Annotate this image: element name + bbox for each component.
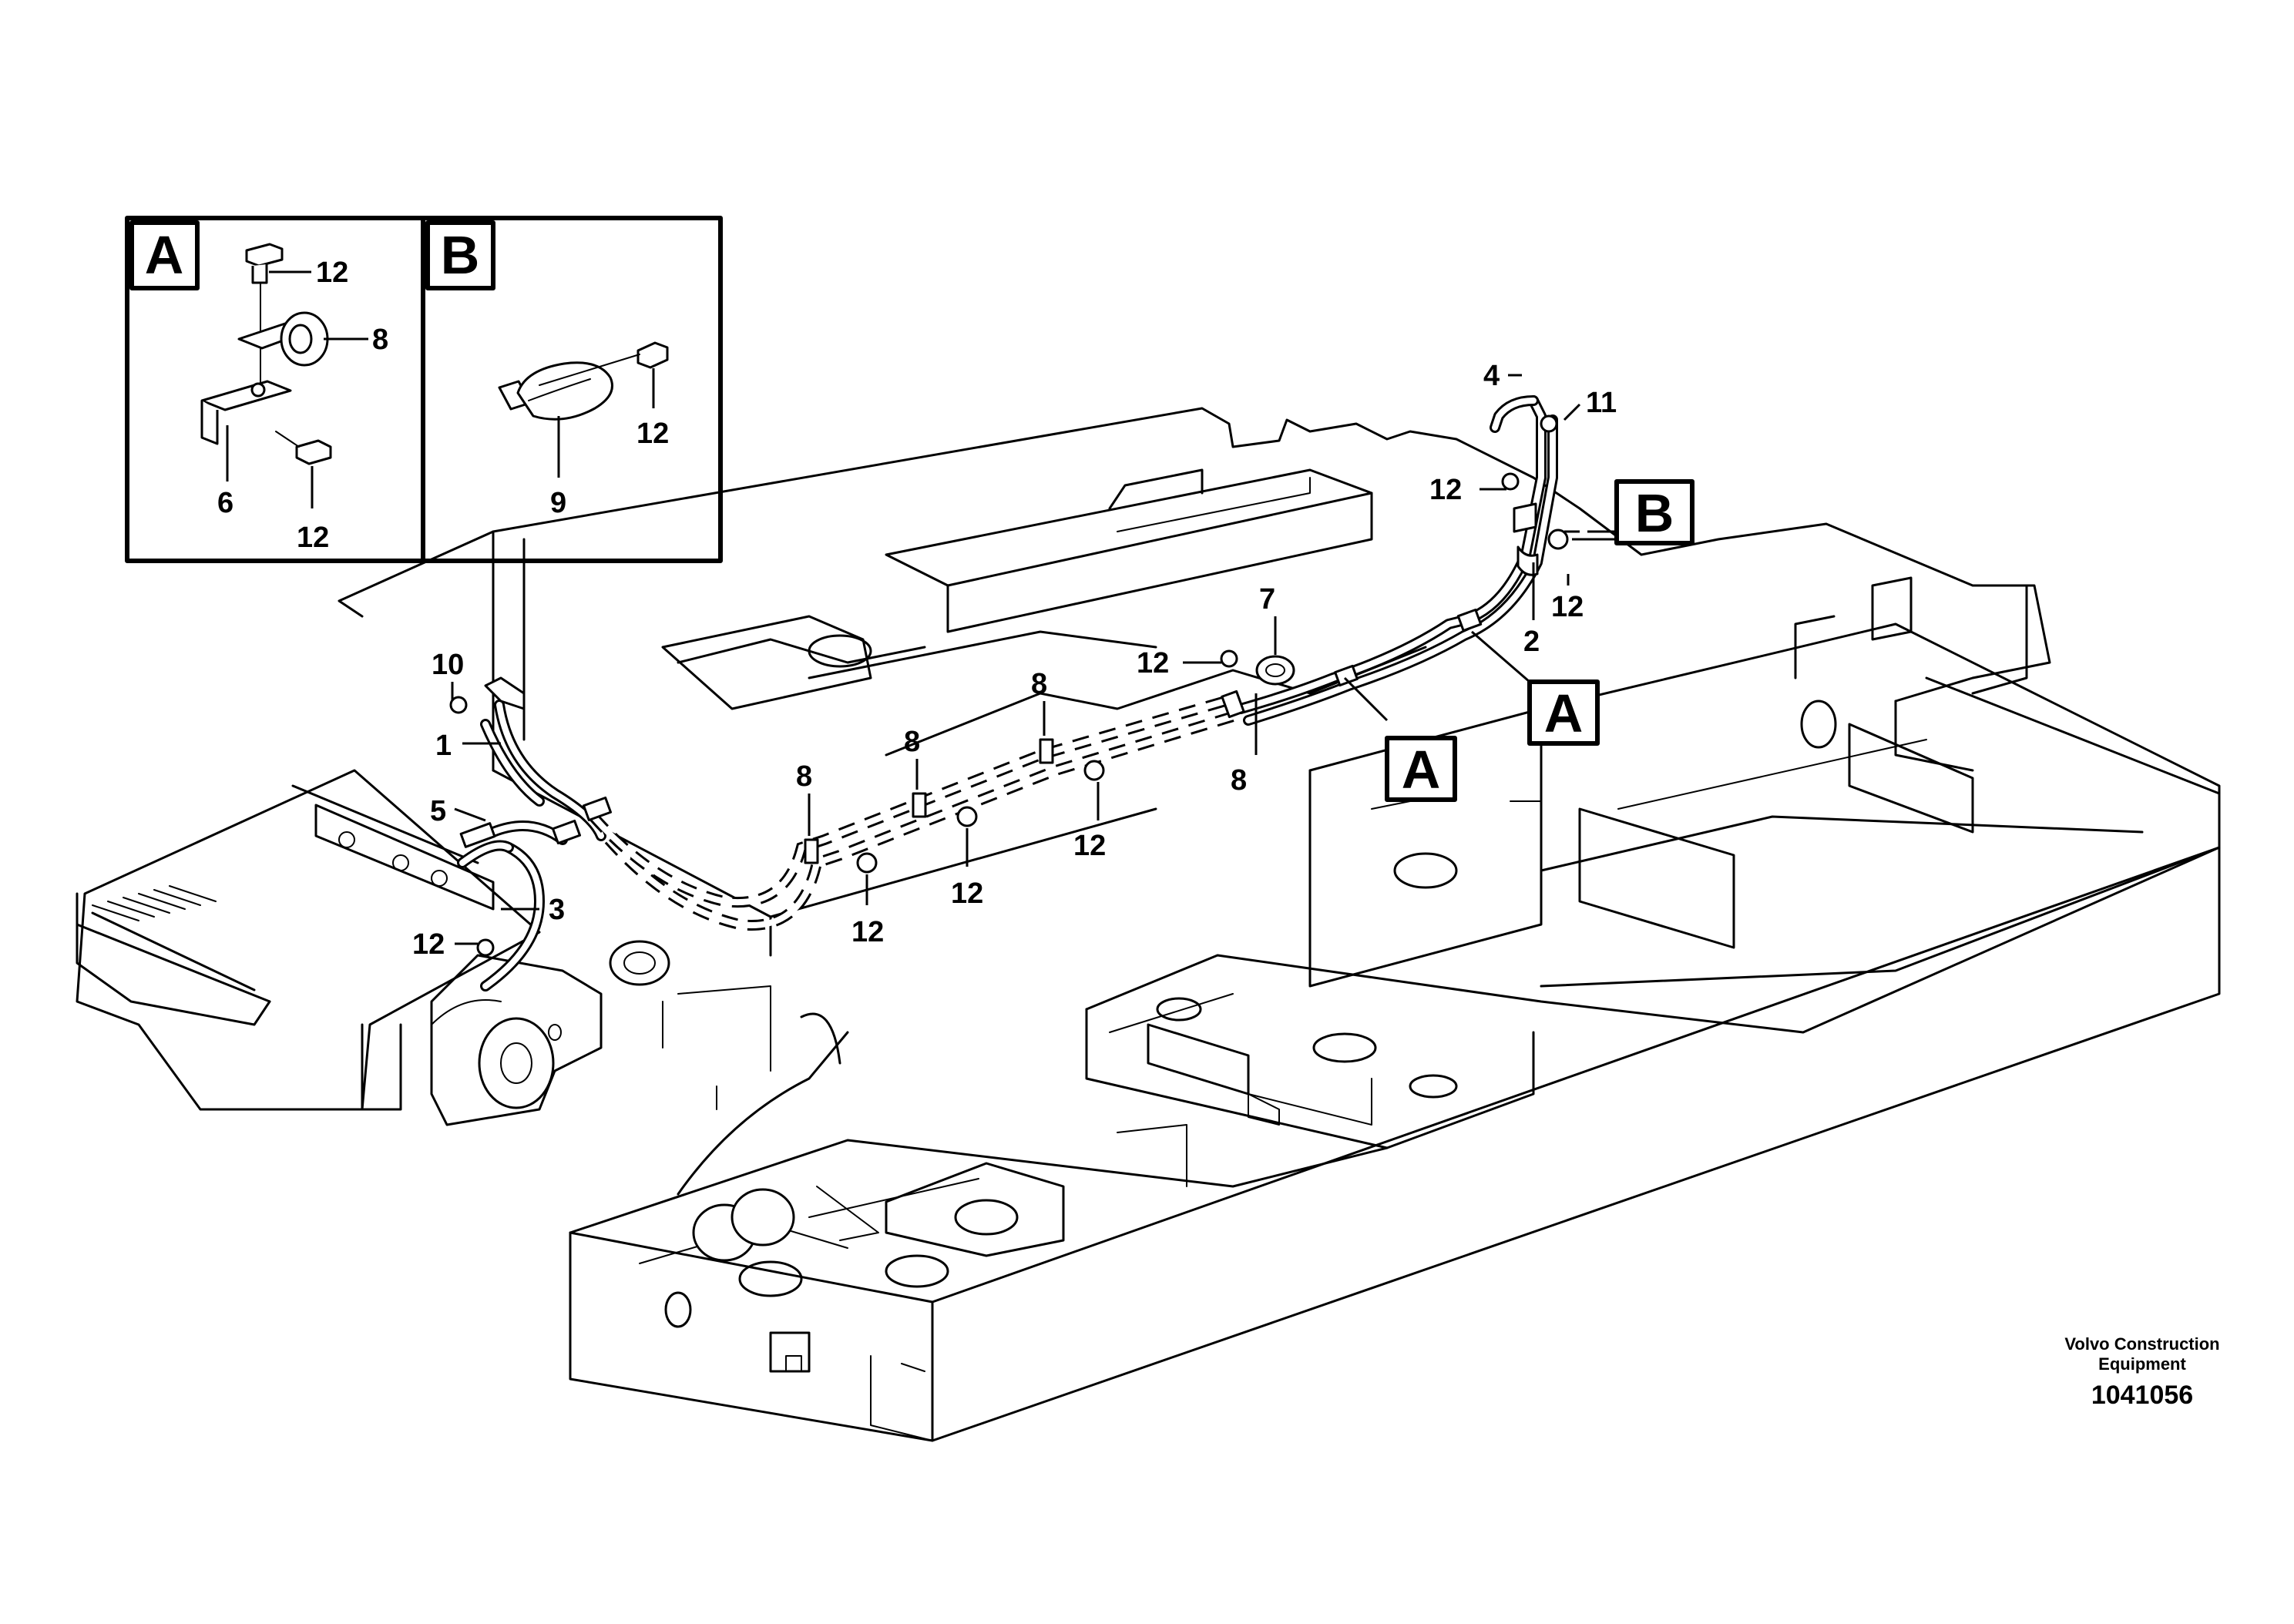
callout-12: 12	[851, 916, 884, 948]
clamp-7-icon	[1255, 655, 1295, 686]
label-8: 8	[372, 324, 388, 356]
bracket-b-icon	[1513, 502, 1537, 533]
clamp-icon	[237, 311, 329, 367]
callout-12: 12	[1429, 474, 1462, 506]
label-12-top: 12	[316, 257, 348, 289]
bolt-icon	[636, 341, 669, 369]
callout-10: 10	[432, 649, 464, 681]
callout-8: 8	[1031, 668, 1047, 700]
marker-a-right: A	[1527, 679, 1600, 746]
callout-5: 5	[430, 795, 446, 827]
callout-12: 12	[412, 928, 445, 961]
callout-12: 12	[1073, 830, 1106, 862]
marker-a-left-letter: A	[1402, 740, 1441, 800]
hydraulic-hoses	[457, 395, 1558, 992]
marker-b-letter: B	[1635, 483, 1674, 543]
callout-4: 4	[1483, 360, 1500, 392]
callout-12: 12	[951, 877, 983, 910]
panel-b-letter: B	[441, 225, 480, 285]
inset-panel-a: A 12 8 6	[129, 220, 388, 554]
inset-panel-b: B 12 9	[425, 220, 669, 519]
callout-8: 8	[796, 760, 812, 793]
detail-markers: B A A	[1385, 479, 1694, 802]
caption: Volvo Construction Equipment 1041056	[2064, 1334, 2219, 1410]
strap-clamp-icon	[498, 361, 613, 421]
caption-line-1: Volvo Construction	[2064, 1334, 2219, 1354]
callout-2: 2	[1523, 626, 1540, 658]
leader-lines	[451, 374, 1614, 945]
callout-11: 11	[1586, 387, 1617, 419]
label-9: 9	[550, 487, 566, 519]
bolt-icon	[275, 431, 332, 465]
label-12-b: 12	[636, 418, 669, 450]
machine-frame	[76, 407, 2221, 1442]
drawing-number: 1041056	[2091, 1381, 2193, 1410]
callout-12: 12	[1137, 647, 1169, 679]
callout-12: 12	[1551, 591, 1584, 623]
panel-a-letter: A	[145, 225, 184, 285]
detail-inset: A 12 8 6	[125, 216, 723, 563]
marker-a-left: A	[1385, 736, 1457, 802]
callout-7: 7	[1259, 583, 1275, 616]
bolt-icon	[245, 243, 284, 284]
caption-line-2: Equipment	[2098, 1354, 2186, 1374]
marker-b: B	[1614, 479, 1694, 545]
marker-a-right-letter: A	[1544, 683, 1584, 743]
label-6: 6	[217, 487, 233, 519]
callout-8: 8	[904, 726, 920, 758]
callout-3: 3	[549, 894, 565, 926]
callout-numbers: 4 11 12 12 2 7 12 8 8 12 8 12 8 12 10 1 …	[412, 360, 1617, 961]
callout-8: 8	[1231, 764, 1247, 797]
bracket-icon	[200, 380, 292, 445]
fittings	[449, 414, 1569, 957]
label-12-bottom: 12	[297, 522, 329, 554]
callout-1: 1	[435, 730, 452, 762]
